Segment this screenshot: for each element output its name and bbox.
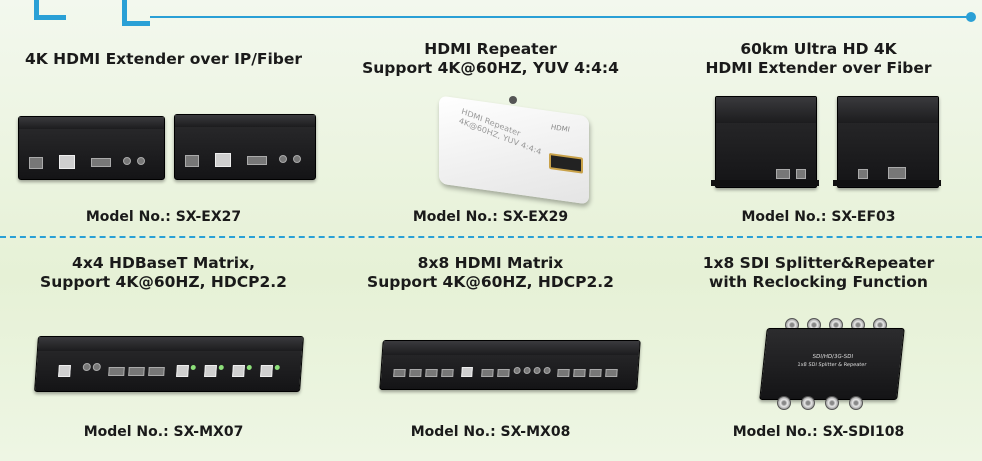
product-card-sx-ef03[interactable]: 60km Ultra HD 4K HDMI Extender over Fibe… <box>655 36 982 230</box>
model-number: Model No.: SX-EX29 <box>412 209 569 225</box>
model-number: Model No.: SX-SDI108 <box>732 424 905 440</box>
product-card-sx-mx07[interactable]: 4x4 HDBaseT Matrix, Support 4K@60HZ, HDC… <box>0 252 327 452</box>
product-image-fiber-extender-pair <box>711 96 943 196</box>
product-image-hdmi-matrix <box>379 340 643 396</box>
device-label-line-1: SDI/HD/3G-SDI <box>812 354 854 360</box>
row-divider <box>0 236 982 238</box>
product-image-hdmi-repeater: HDMI Repeater 4K@60HZ, YUV 4:4:4 HDMI <box>439 94 599 205</box>
product-card-sx-mx08[interactable]: 8x8 HDMI Matrix Support 4K@60HZ, HDCP2.2… <box>327 252 654 452</box>
product-image-hdbaset-matrix <box>34 336 306 396</box>
header-rule <box>150 16 972 18</box>
product-card-sx-sdi108[interactable]: 1x8 SDI Splitter&Repeater with Reclockin… <box>655 252 982 452</box>
product-image-sdi-splitter: SDI/HD/3G-SDI 1x8 SDI Splitter & Repeate… <box>755 312 905 424</box>
header-ornament-left <box>34 0 66 20</box>
header-ornament-right <box>122 0 150 26</box>
model-number: Model No.: SX-MX08 <box>410 424 571 440</box>
model-number: Model No.: SX-EF03 <box>741 209 896 225</box>
product-title: HDMI Repeater Support 4K@60HZ, YUV 4:4:4 <box>362 40 619 77</box>
product-image-extender-pair <box>14 108 316 180</box>
model-number: Model No.: SX-EX27 <box>85 209 242 225</box>
header-rule-dot <box>966 12 976 22</box>
product-title: 1x8 SDI Splitter&Repeater with Reclockin… <box>702 254 935 291</box>
hdmi-port-icon <box>549 152 583 174</box>
product-card-sx-ex27[interactable]: 4K HDMI Extender over IP/Fiber Model No.… <box>0 36 327 230</box>
product-title: 4K HDMI Extender over IP/Fiber <box>24 50 303 68</box>
product-title: 8x8 HDMI Matrix Support 4K@60HZ, HDCP2.2 <box>367 254 614 291</box>
power-led-icon <box>509 96 517 104</box>
device-brand: HDMI <box>551 123 570 134</box>
product-title: 4x4 HDBaseT Matrix, Support 4K@60HZ, HDC… <box>40 254 287 291</box>
device-label-line-2: 1x8 SDI Splitter & Repeater <box>797 362 867 368</box>
model-number: Model No.: SX-MX07 <box>83 424 244 440</box>
product-card-sx-ex29[interactable]: HDMI Repeater Support 4K@60HZ, YUV 4:4:4… <box>327 36 654 230</box>
product-title: 60km Ultra HD 4K HDMI Extender over Fibe… <box>705 40 932 77</box>
